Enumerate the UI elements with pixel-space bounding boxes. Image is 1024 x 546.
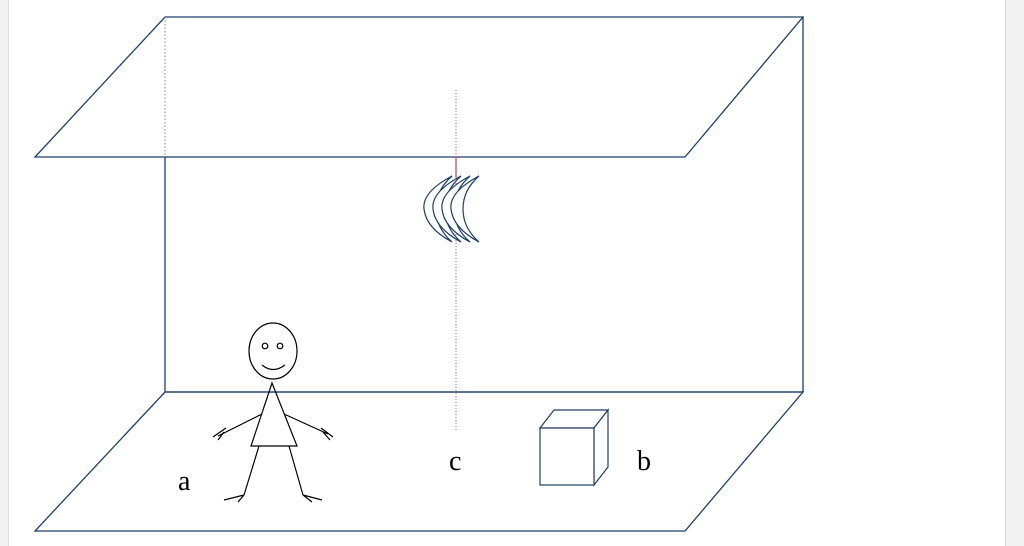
label-c: c	[449, 446, 461, 477]
crescent-mirrors	[423, 175, 480, 243]
right-margin	[1005, 0, 1024, 546]
figure-left-leg	[223, 445, 260, 503]
cube-front-face	[539, 427, 595, 486]
label-a: a	[178, 466, 191, 497]
crescent-4	[450, 175, 480, 243]
figure-left-eye	[261, 342, 269, 350]
figure-smile	[261, 364, 286, 371]
label-b: b	[637, 446, 651, 477]
cube	[538, 408, 610, 487]
floor-plane	[33, 391, 805, 532]
figure-right-arm	[283, 413, 334, 441]
left-margin	[0, 0, 9, 546]
figure-left-arm	[212, 413, 263, 441]
ceiling-plane	[33, 16, 805, 158]
stick-figure	[212, 322, 334, 503]
figure-right-eye	[276, 342, 284, 350]
figure-right-leg	[288, 445, 323, 503]
figure-head	[248, 322, 298, 380]
